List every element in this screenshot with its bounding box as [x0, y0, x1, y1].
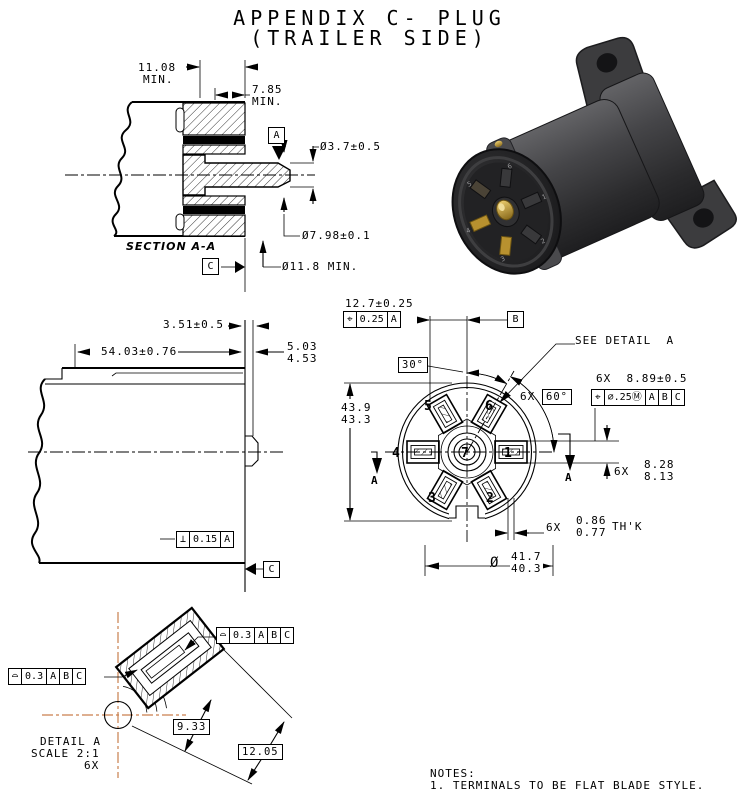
photo-pin-label-2: 2 — [540, 237, 547, 246]
dim-slot-width-prefix: 6X — [614, 465, 630, 478]
photo-pin-label-6: 6 — [506, 162, 513, 171]
dim-outer-width: 11.08 — [138, 61, 177, 74]
fcf-perpendicularity: ⊥ 0.15 A — [176, 531, 235, 548]
pin-number-1: 1 — [504, 446, 512, 461]
angle-dim-60: 60° — [542, 389, 572, 405]
profile-surface-icon: ⌓ — [217, 628, 231, 643]
dim-body-length: 54.03±0.76 — [100, 345, 179, 358]
pin-number-2: 2 — [486, 491, 494, 506]
pin-number-6: 6 — [485, 399, 493, 414]
page-title-line2: (TRAILER SIDE) — [250, 26, 489, 50]
pin-number-4: 4 — [392, 446, 400, 461]
dim-slot-thk-lower: 0.77 — [576, 526, 607, 539]
count-6x-60: 6X — [520, 390, 536, 403]
dim-slot-thk-prefix: 6X — [546, 521, 562, 534]
section-label: SECTION A-A — [126, 240, 217, 253]
dim-circle-dia-upper: 41.7 — [510, 550, 543, 563]
pin-number-5: 5 — [424, 399, 432, 414]
fcf-position-slots: ⌖ ⌀.25Ⓜ A B C — [591, 389, 685, 406]
photo-pin-label-4: 4 — [465, 226, 472, 235]
fcf-profile-right: ⌓ 0.3 A B C — [216, 627, 295, 644]
dim-tip-upper: 5.03 — [287, 340, 318, 353]
detail-count: 6X — [84, 759, 100, 772]
dim-slot-width-lower: 8.13 — [644, 470, 675, 483]
angle-dim-30: 30° — [398, 357, 428, 373]
section-view-lineart — [65, 60, 319, 292]
pin-number-3: 3 — [428, 491, 436, 506]
fcf-position-top: ⌖ 0.25 A — [343, 311, 401, 328]
photo-pin-label-3: 3 — [499, 255, 506, 264]
see-detail-callout: SEE DETAIL A — [575, 334, 675, 347]
dim-height-lower: 43.3 — [340, 413, 373, 426]
dim-inner-width: 7.85 — [252, 83, 283, 96]
position-icon: ⌖ — [344, 312, 357, 327]
dim-slot-spacing: 6X 8.89±0.5 — [596, 372, 688, 385]
dim-slot-thk-upper: 0.86 — [576, 514, 607, 527]
dim-slot-thk-suffix: TH'K — [612, 520, 643, 533]
note-1: 1. TERMINALS TO BE FLAT BLADE STYLE. — [430, 779, 705, 792]
dim-outer-width-min: MIN. — [143, 73, 174, 86]
photo-pin-label-5: 5 — [466, 180, 473, 189]
dim-key-offset: 12.7±0.25 — [345, 297, 414, 310]
front-view-lineart: 1 2 3 4 5 6 7 — [344, 316, 619, 576]
dim-flange-thickness: 3.51±0.5 — [163, 318, 224, 331]
perpendicularity-icon: ⊥ — [177, 532, 191, 547]
dim-tip-lower: 4.53 — [287, 352, 318, 365]
profile-surface-icon: ⌓ — [9, 669, 23, 684]
diameter-icon: Ø — [490, 555, 500, 571]
side-view-lineart — [28, 320, 285, 592]
fcf-profile-left: ⌓ 0.3 A B C — [8, 668, 87, 685]
datum-b-flag: B — [507, 311, 524, 328]
dim-body-diameter: Ø11.8 MIN. — [282, 260, 359, 273]
dim-inner-width-min: MIN. — [252, 95, 283, 108]
page-title-line1: APPENDIX C- PLUG — [233, 6, 506, 30]
section-arrow-label-left: A — [371, 474, 379, 487]
dim-pin-diameter: Ø3.7±0.5 — [320, 140, 381, 153]
detail-label: DETAIL A — [40, 735, 101, 748]
notes-heading: NOTES: — [430, 767, 476, 780]
dim-circle-dia-lower: 40.3 — [510, 562, 543, 575]
dim-slot-width-upper: 8.28 — [644, 458, 675, 471]
datum-c-flag-section: C — [202, 258, 219, 275]
datum-a-flag: A — [268, 127, 285, 144]
photo-pin-label-1: 1 — [541, 192, 548, 201]
detail-dim-outer: 12.05 — [238, 744, 283, 760]
datum-c-flag-side: C — [263, 561, 280, 578]
position-icon: ⌖ — [592, 390, 605, 405]
detail-dim-inner: 9.33 — [173, 719, 211, 735]
detail-scale: SCALE 2:1 — [31, 747, 100, 760]
plug-photo: 1 2 3 4 5 6 — [451, 36, 737, 275]
pin-number-7: 7 — [461, 446, 469, 461]
dim-mid-diameter: Ø7.98±0.1 — [302, 229, 371, 242]
dim-height-upper: 43.9 — [340, 401, 373, 414]
section-arrow-label-right: A — [565, 471, 573, 484]
